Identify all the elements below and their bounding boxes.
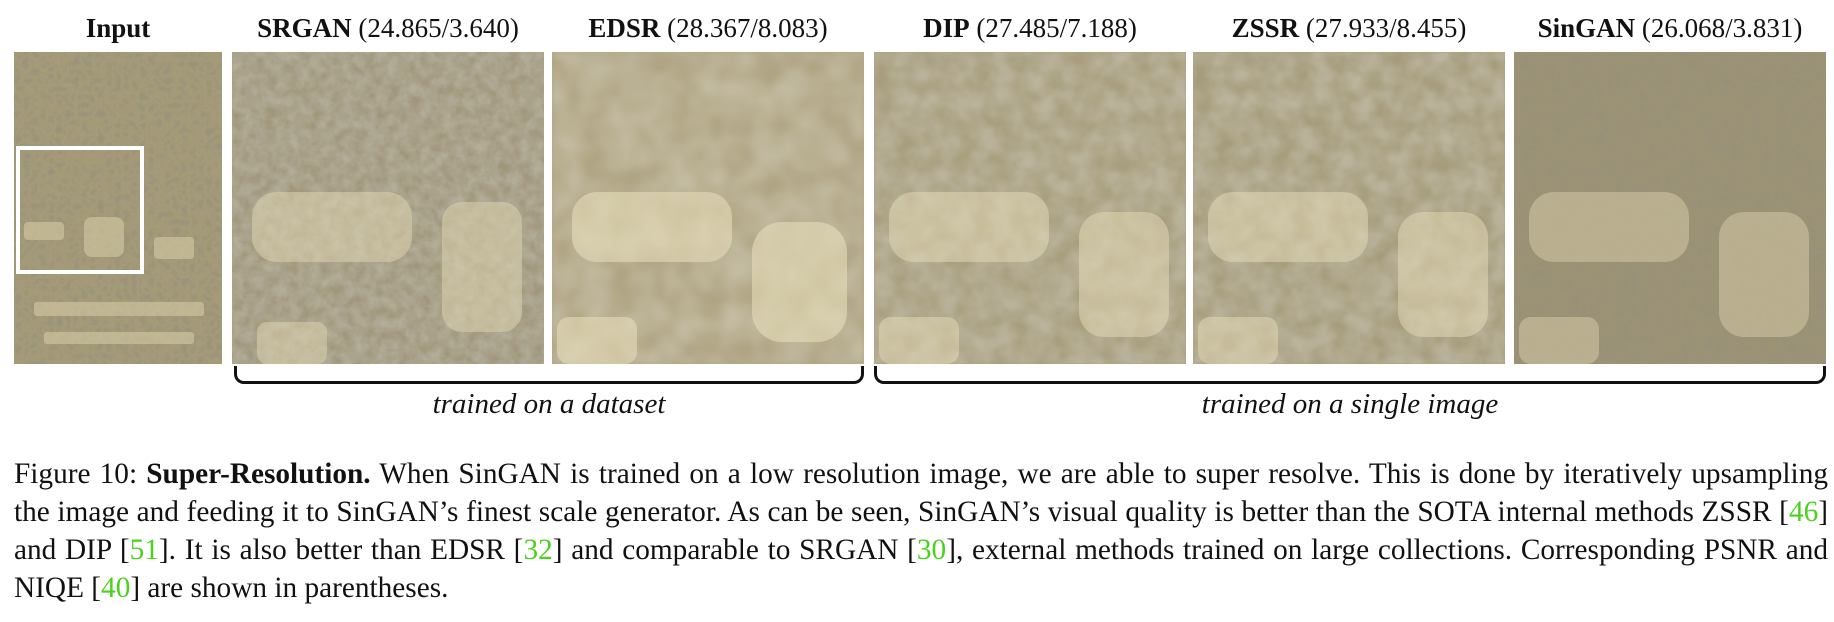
caption-text: ] and comparable to SRGAN [: [552, 534, 917, 566]
caption-text: ] and DIP [: [14, 496, 1828, 566]
dataset-bracket: [234, 366, 864, 384]
caption-text: When SinGAN is trained on a low resoluti…: [14, 458, 1828, 528]
group-label-single-image: trained on a single image: [1201, 388, 1499, 420]
panel-scores: (27.485/7.188): [976, 13, 1137, 43]
panel-name: ZSSR: [1231, 13, 1300, 43]
citation-link-32[interactable]: 32: [523, 534, 553, 566]
panel-name: SinGAN: [1537, 13, 1636, 43]
caption-text: ]. It is also better than EDSR [: [158, 534, 524, 566]
panel-label-singan: SinGAN (26.068/3.831): [1506, 8, 1834, 48]
srgan-image: [232, 52, 544, 364]
caption-title: Super-Resolution.: [146, 458, 371, 490]
citation-link-30[interactable]: 30: [916, 534, 947, 566]
panel-name: DIP: [923, 13, 970, 43]
panel-label-zssr: ZSSR (27.933/8.455): [1193, 8, 1505, 48]
panel-scores: (27.933/8.455): [1305, 13, 1467, 43]
zoom-region-box: [16, 146, 144, 274]
panel-name: EDSR: [588, 13, 661, 43]
group-label-dataset: trained on a dataset: [432, 388, 666, 420]
single-image-bracket: [874, 366, 1826, 384]
panel-label-srgan: SRGAN (24.865/3.640): [232, 8, 544, 48]
caption-text: ], external methods trained on large col…: [14, 534, 1828, 604]
panel-label-dip: DIP (27.485/7.188): [874, 8, 1186, 48]
citation-link-40[interactable]: 40: [101, 572, 131, 604]
caption-prefix: Figure 10:: [14, 458, 147, 490]
panel-label-input: Input: [14, 8, 222, 48]
caption-text: ] are shown in parentheses.: [130, 572, 449, 604]
dip-image: [874, 52, 1186, 364]
singan-image: [1514, 52, 1826, 364]
panel-name: SRGAN: [257, 13, 352, 43]
panel-scores: (24.865/3.640): [358, 13, 519, 43]
zssr-image: [1193, 52, 1505, 364]
citation-link-51[interactable]: 51: [129, 534, 159, 566]
panel-label-edsr: EDSR (28.367/8.083): [552, 8, 864, 48]
panel-name: Input: [85, 13, 151, 43]
panel-scores: (26.068/3.831): [1641, 13, 1803, 43]
citation-link-46[interactable]: 46: [1788, 496, 1819, 528]
edsr-image: [552, 52, 864, 364]
input-image: [14, 52, 222, 364]
figure-caption: Figure 10: Super-Resolution. When SinGAN…: [14, 455, 1828, 607]
panel-scores: (28.367/8.083): [667, 13, 828, 43]
